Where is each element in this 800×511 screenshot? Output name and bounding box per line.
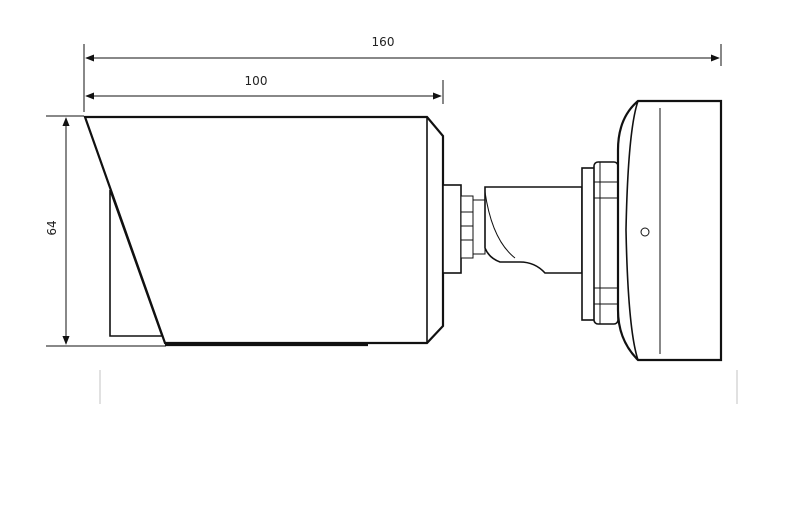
dimension-overall-length: 160: [83, 35, 722, 66]
dimension-housing-length: 100: [83, 66, 444, 112]
dimension-label-height: 64: [45, 220, 59, 235]
rear-connector: [442, 184, 486, 274]
base-outer: [616, 99, 723, 362]
wall-base: [616, 99, 723, 362]
rear-collar: [442, 184, 462, 274]
mounting-arm: [484, 186, 583, 274]
swivel-joint: [581, 161, 619, 325]
base-front-face: [625, 100, 639, 361]
sun-shield-edge: [84, 116, 166, 344]
arm-body: [484, 186, 583, 274]
camera-housing: [83, 115, 445, 347]
dimension-label-housing: 100: [245, 74, 268, 88]
dimension-label-overall: 160: [372, 35, 395, 49]
rear-collar-inner: [460, 195, 474, 259]
arm-curve: [484, 191, 516, 259]
swivel-body: [593, 161, 619, 325]
neck-ring: [472, 199, 486, 255]
base-screw: [640, 227, 650, 237]
dimension-height: 64: [45, 115, 166, 347]
